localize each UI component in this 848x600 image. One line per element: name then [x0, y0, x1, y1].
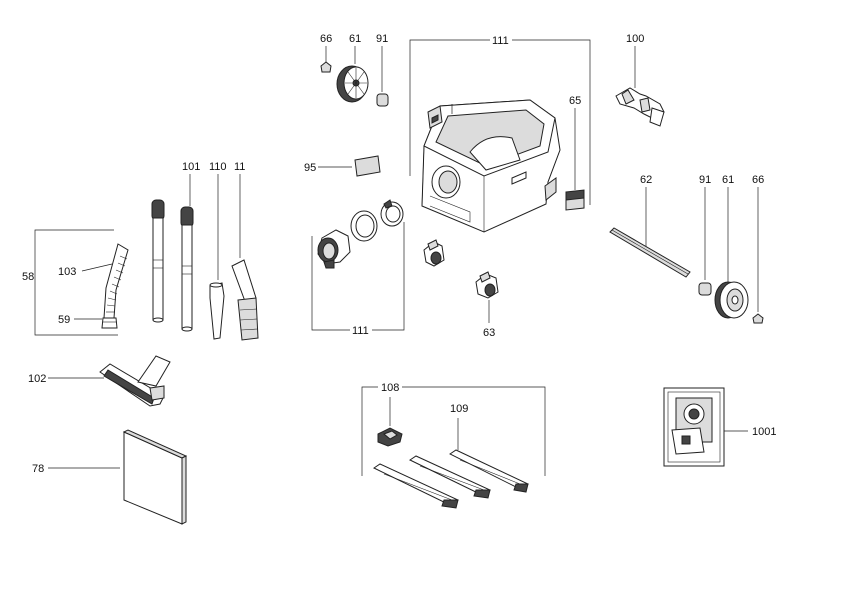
callout-101: 101: [182, 161, 200, 173]
part-91-axle-bush-top: [376, 46, 389, 107]
part-101-extension-tube-b: [180, 206, 194, 332]
bracket-111-top: [409, 39, 591, 205]
part-78-filter-bag: [48, 429, 188, 525]
bracket-111-bottom: [311, 222, 405, 331]
callout-61-top: 61: [349, 33, 361, 45]
callout-66-right: 66: [752, 174, 764, 186]
part-103-suction-hose: [103, 243, 129, 319]
part-111-clamp-ring: [380, 199, 404, 227]
callout-63: 63: [483, 327, 495, 339]
part-61-wheel-right: [714, 187, 749, 319]
callout-91-top: 91: [376, 33, 388, 45]
callout-65: 65: [569, 95, 581, 107]
callout-109: 109: [450, 403, 468, 415]
callout-62: 62: [640, 174, 652, 186]
bracket-58: [34, 229, 118, 336]
part-63-castor-b: [475, 271, 499, 323]
part-66-screw-top: [320, 46, 332, 73]
callout-11: 11: [234, 161, 245, 173]
callout-110: 110: [209, 161, 227, 173]
callout-108: 108: [381, 382, 399, 394]
callout-58: 58: [22, 271, 34, 283]
callout-103: 103: [58, 266, 76, 278]
callout-66-top: 66: [320, 33, 332, 45]
callout-100: 100: [626, 33, 644, 45]
part-111-container: [421, 99, 561, 233]
part-62-axle: [609, 187, 691, 278]
part-66-screw-right: [752, 187, 764, 324]
callout-1001: 1001: [752, 426, 776, 438]
part-1001-filter-card: [663, 387, 748, 467]
part-111-hose-connector: [317, 229, 351, 269]
part-102-floor-nozzle: [48, 355, 171, 407]
part-61-wheel-top: [336, 46, 369, 103]
callout-91-right: 91: [699, 174, 711, 186]
part-100-hose-holder: [615, 46, 665, 127]
part-109-strap-upper: [449, 418, 529, 493]
callout-61-right: 61: [722, 174, 734, 186]
callout-95: 95: [304, 162, 316, 174]
part-110-crevice-tool: [209, 174, 225, 340]
callout-labels: 66 61 91 111 100 65 95 101 110 11 58 103…: [22, 33, 776, 475]
part-63-castor-a: [423, 239, 445, 267]
leader-lines: [74, 263, 113, 320]
part-95-filter-cartridge: [318, 155, 381, 177]
part-108-buckle: [377, 397, 403, 447]
part-11-upholstery-nozzle: [231, 174, 259, 341]
part-91-axle-bush-right: [698, 187, 712, 296]
callout-78: 78: [32, 463, 44, 475]
part-109-strap-lower: [372, 463, 459, 509]
callout-102: 102: [28, 373, 46, 385]
part-65-filter-insert: [565, 108, 585, 211]
callout-59: 59: [58, 314, 70, 326]
part-109-strap-middle: [408, 455, 491, 499]
part-111-seal-ring: [350, 210, 378, 242]
bracket-108: [361, 386, 546, 476]
part-111-latch: [427, 104, 453, 129]
callout-111-bottom: 111: [352, 325, 369, 337]
part-101-extension-tube-a: [151, 174, 191, 323]
callout-111-top: 111: [492, 35, 509, 47]
part-59-hose-cuff: [101, 317, 118, 329]
